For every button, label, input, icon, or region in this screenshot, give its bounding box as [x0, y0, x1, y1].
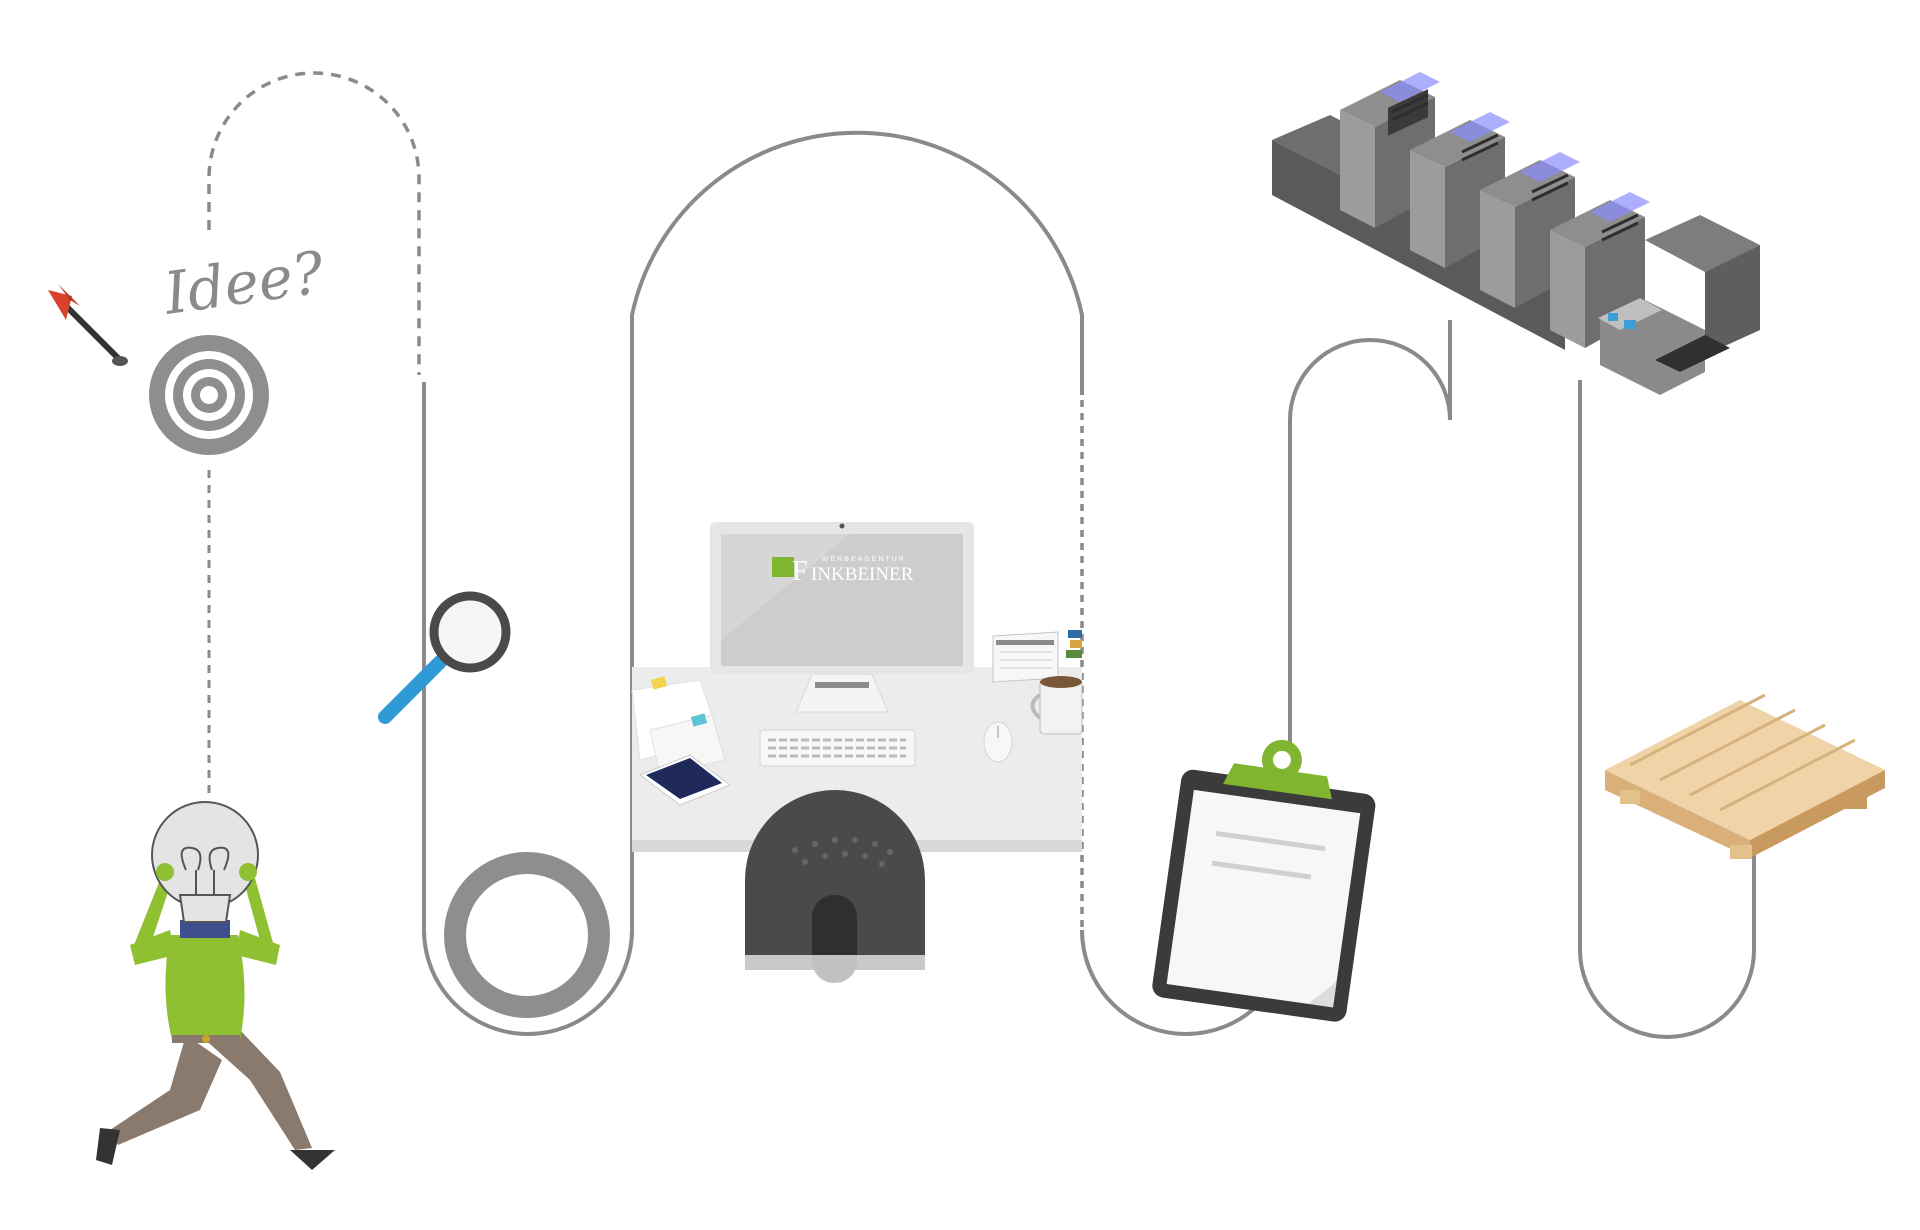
- keyboard-icon: [759, 729, 916, 767]
- lightbulb-person: [96, 801, 335, 1170]
- target-icon: [149, 335, 269, 455]
- chair-icon: [745, 790, 925, 985]
- monitor-icon: F INKBEINER WERBEAGENTUR: [710, 522, 974, 713]
- lightbulb-icon: [151, 801, 259, 923]
- logo-tagline: WERBEAGENTUR: [822, 556, 906, 563]
- calendar-icon: [992, 631, 1059, 683]
- mouse-icon: [983, 721, 1013, 763]
- logo-name: INKBEINER: [811, 564, 914, 585]
- clipboard-icon: [1152, 739, 1376, 1022]
- pallet-icon: [1605, 693, 1885, 859]
- coffee-mug-icon: [1030, 676, 1083, 735]
- ring-icon: [444, 852, 610, 1018]
- printing-press-icon: [1272, 72, 1760, 395]
- magnifier-icon: [378, 591, 511, 724]
- logo-initial: F: [792, 556, 808, 587]
- agency-logo: F INKBEINER WERBEAGENTUR: [772, 556, 914, 587]
- desk-scene: F INKBEINER WERBEAGENTUR: [631, 522, 1083, 852]
- dart-icon: [48, 284, 128, 366]
- idea-label: Idee?: [159, 238, 329, 328]
